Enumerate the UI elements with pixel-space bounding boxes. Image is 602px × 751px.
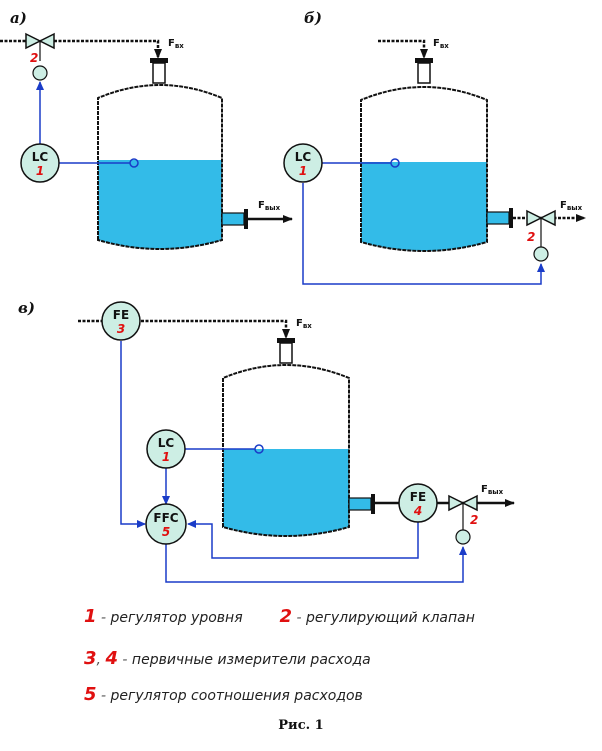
flow-in-label-b: Fвх <box>433 38 449 50</box>
svg-text:LC: LC <box>158 436 175 450</box>
flow-element-4: FE 4 <box>398 483 438 523</box>
ratio-controller-5: FFC 5 <box>145 503 187 545</box>
level-sensor-a <box>129 158 139 168</box>
flow-out-label-a: Fвых <box>258 200 281 212</box>
panel-b: б) Fвх 2 Fвых LC 1 <box>283 9 586 285</box>
panel-a: а) 2 Fвх Fвых LC 1 <box>0 9 293 250</box>
flow-out-label-c: Fвых <box>481 484 504 496</box>
svg-text:LC: LC <box>295 150 312 164</box>
inlet-pipe-b <box>378 39 428 59</box>
level-controller-c: LC 1 <box>146 429 186 469</box>
inlet-pipe-c <box>78 319 290 339</box>
svg-text:1: 1 <box>299 164 307 178</box>
fe3-signal <box>120 341 146 528</box>
legend-row-1: 1 - регулятор уровня 2 - регулирующий кл… <box>84 606 475 627</box>
actuator-circle-a <box>32 65 48 81</box>
flow-in-label-a: Fвх <box>168 38 184 50</box>
legend-row-3: 5 - регулятор соотношения расходов <box>84 684 363 705</box>
valve-number-b: 2 <box>527 230 535 244</box>
control-valve-c <box>448 494 478 545</box>
level-sensor-c <box>254 444 264 454</box>
valve-number-a: 2 <box>30 51 38 65</box>
vessel-c <box>222 338 375 537</box>
vessel-b <box>360 58 513 252</box>
legend-row-2: 3, 4 - первичные измерители расхода <box>84 648 371 669</box>
control-valve-b <box>526 209 556 262</box>
level-controller-a: LC 1 <box>20 143 60 183</box>
level-sensor-b <box>390 158 400 168</box>
flow-out-label-b: Fвых <box>560 200 583 212</box>
svg-text:1: 1 <box>162 450 170 464</box>
panel-c: в) Fвх 2 Fвых <box>18 299 514 583</box>
panel-a-label: а) <box>10 9 27 27</box>
panel-b-label: б) <box>304 9 322 27</box>
svg-text:4: 4 <box>413 504 422 518</box>
flow-in-label-c: Fвх <box>296 318 312 330</box>
level-controller-b: LC 1 <box>283 143 323 183</box>
control-signal-b <box>302 183 545 285</box>
panel-c-label: в) <box>18 299 35 317</box>
figure-caption: Рис. 1 <box>278 718 324 733</box>
vessel-a <box>97 58 248 250</box>
svg-text:FFC: FFC <box>153 511 178 525</box>
svg-text:3: 3 <box>117 322 125 336</box>
svg-text:5: 5 <box>162 525 170 539</box>
valve-number-c: 2 <box>470 513 478 527</box>
fe4-signal <box>187 520 419 559</box>
svg-text:FE: FE <box>410 490 426 504</box>
inlet-pipe-a <box>0 39 162 59</box>
svg-text:FE: FE <box>113 308 129 322</box>
ffc-control-signal <box>165 544 467 583</box>
svg-text:1: 1 <box>36 164 44 178</box>
control-valve-a <box>25 32 55 81</box>
flow-element-3: FE 3 <box>101 301 141 341</box>
svg-text:LC: LC <box>32 150 49 164</box>
